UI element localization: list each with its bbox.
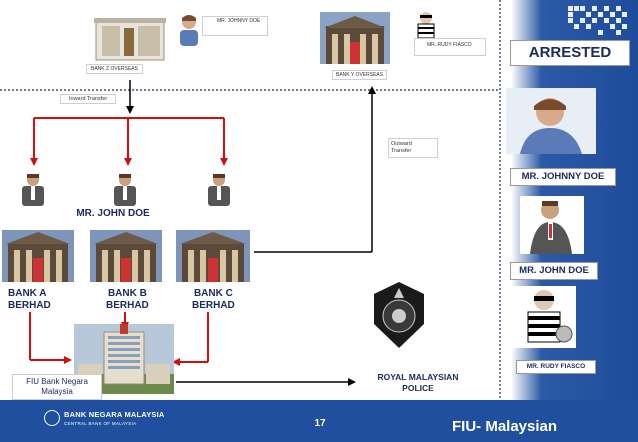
bank-y-label: BANK Y OVERSEAS (332, 70, 388, 80)
john-doe-figure-c (200, 172, 238, 206)
footer-title: FIU- Malaysian (452, 418, 558, 435)
flow-lines (0, 0, 501, 400)
fiu-line1: FIU Bank Negara (26, 377, 88, 386)
bank-c-line1: BANK C (193, 288, 233, 299)
bank-y-building-image (320, 12, 390, 64)
bank-z-building-image (94, 14, 166, 62)
bank-b-line2: BERHAD (106, 300, 149, 311)
fiu-line2: Malaysia (41, 387, 73, 396)
johnny-doe-small-avatar (176, 12, 202, 46)
police-label: ROYAL MALAYSIAN POLICE (358, 372, 478, 394)
outward-transfer-label: Outward Transfer (388, 138, 438, 158)
johnny-doe-arrested-avatar (506, 88, 596, 154)
footer-bar: BANK NEGARA MALAYSIA CENTRAL BANK OF MAL… (0, 400, 638, 442)
rudy-fiasco-arrested-avatar (512, 286, 576, 348)
outward-transfer-line2: Transfer (391, 148, 412, 154)
bank-c-line2: BERHAD (192, 300, 235, 311)
rudy-fiasco-tag: MR. RUDY FIASCO (414, 38, 486, 56)
inward-transfer-label: Inward Transfer (60, 94, 117, 104)
pixel-grid-decoration (568, 6, 627, 35)
police-line2: POLICE (402, 383, 434, 393)
bank-c-building-image (176, 230, 250, 282)
bank-a-line2: BERHAD (8, 300, 51, 311)
arrested-john-doe-label: MR. JOHN DOE (510, 262, 598, 280)
footer-org-subtitle: CENTRAL BANK OF MALAYSIA (64, 421, 137, 426)
arrested-johnny-doe-label: MR. JOHNNY DOE (510, 168, 616, 186)
bank-z-label: BANK Z OVERSEAS (86, 64, 143, 74)
rudy-fiasco-small-avatar (414, 10, 438, 38)
footer-org-name: BANK NEGARA MALAYSIA (64, 410, 165, 419)
bank-a-label: BANK A BERHAD (8, 288, 51, 312)
bank-b-label: BANK B BERHAD (106, 288, 149, 312)
bank-b-line1: BANK B (107, 288, 147, 299)
john-doe-label: MR. JOHN DOE (66, 206, 160, 222)
page-number: 17 (314, 418, 326, 429)
bank-a-building-image (2, 230, 74, 282)
arrested-rudy-fiasco-label: MR. RUDY FIASCO (516, 360, 596, 374)
police-line1: ROYAL MALAYSIAN (377, 372, 459, 382)
john-doe-figure-a (14, 172, 52, 206)
police-crest-icon (368, 280, 430, 350)
johnny-doe-tag: MR. JOHNNY DOE (202, 16, 268, 36)
bank-a-line1: BANK A (8, 288, 47, 299)
bank-b-building-image (90, 230, 162, 282)
john-doe-arrested-avatar (520, 196, 584, 254)
bank-c-label: BANK C BERHAD (192, 288, 235, 312)
john-doe-figure-b (106, 172, 144, 206)
outward-transfer-line1: Outward (391, 141, 412, 147)
fiu-label: FIU Bank Negara Malaysia (12, 374, 102, 400)
arrested-title: ARRESTED (510, 40, 630, 66)
bnm-logo-icon (44, 410, 60, 426)
